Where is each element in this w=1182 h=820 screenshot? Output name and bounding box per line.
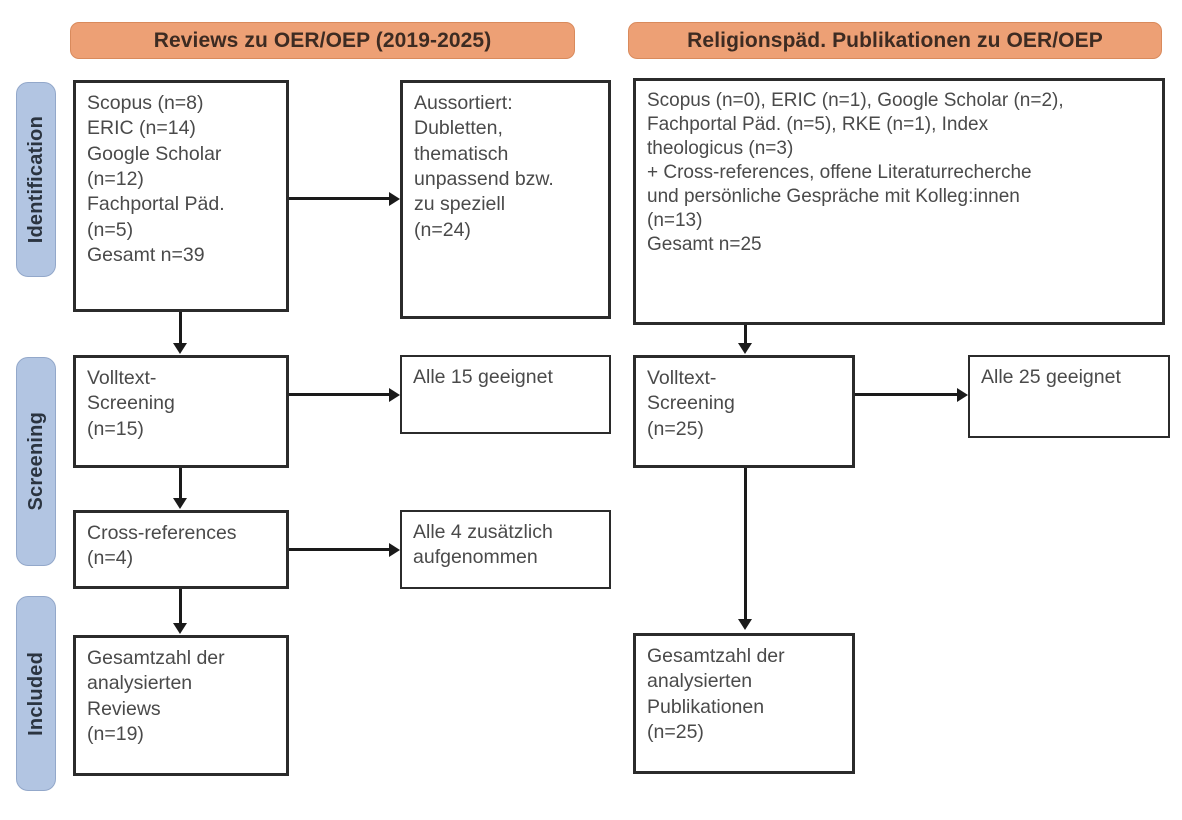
box-left-cross-added: Alle 4 zusätzlich aufgenommen: [400, 510, 611, 589]
box-right-identification-sources: Scopus (n=0), ERIC (n=1), Google Scholar…: [633, 78, 1165, 325]
connector-left-screening-to-eligible: [289, 393, 389, 396]
stage-label-included: Included: [24, 651, 47, 736]
arrowhead-right-ident-to-screening: [738, 343, 752, 354]
arrowhead-right-screening-to-included: [738, 619, 752, 630]
connector-left-crossrefs-to-included: [179, 589, 182, 624]
box-left-fulltext-screening: Volltext- Screening (n=15): [73, 355, 289, 468]
connector-right-ident-to-screening: [744, 325, 747, 344]
arrowhead-left-screening-to-crossrefs: [173, 498, 187, 509]
column-header-right: Religionspäd. Publikationen zu OER/OEP: [628, 22, 1162, 59]
box-left-all-eligible: Alle 15 geeignet: [400, 355, 611, 434]
arrowhead-left-crossrefs-to-included: [173, 623, 187, 634]
connector-right-screening-to-included: [744, 468, 747, 620]
stage-pill-screening: Screening: [16, 357, 56, 566]
arrowhead-right-screening-to-eligible: [957, 388, 968, 402]
arrowhead-left-screening-to-eligible: [389, 388, 400, 402]
arrowhead-left-crossrefs-to-added: [389, 543, 400, 557]
connector-left-ident-to-excluded: [289, 197, 389, 200]
box-left-included-total: Gesamtzahl der analysierten Reviews (n=1…: [73, 635, 289, 776]
arrowhead-left-ident-to-excluded: [389, 192, 400, 206]
connector-right-screening-to-eligible: [855, 393, 957, 396]
connector-left-crossrefs-to-added: [289, 548, 389, 551]
box-left-identification-sources: Scopus (n=8) ERIC (n=14) Google Scholar …: [73, 80, 289, 312]
connector-left-ident-to-screening: [179, 312, 182, 344]
stage-pill-included: Included: [16, 596, 56, 791]
box-left-excluded: Aussortiert: Dubletten, thematisch unpas…: [400, 80, 611, 319]
stage-label-screening: Screening: [24, 412, 47, 511]
box-left-cross-references: Cross-references (n=4): [73, 510, 289, 589]
box-right-fulltext-screening: Volltext- Screening (n=25): [633, 355, 855, 468]
column-header-left: Reviews zu OER/OEP (2019-2025): [70, 22, 575, 59]
arrowhead-left-ident-to-screening: [173, 343, 187, 354]
box-right-all-eligible: Alle 25 geeignet: [968, 355, 1170, 438]
connector-left-screening-to-crossrefs: [179, 468, 182, 499]
stage-label-identification: Identification: [24, 115, 47, 244]
box-right-included-total: Gesamtzahl der analysierten Publikatione…: [633, 633, 855, 774]
stage-pill-identification: Identification: [16, 82, 56, 277]
